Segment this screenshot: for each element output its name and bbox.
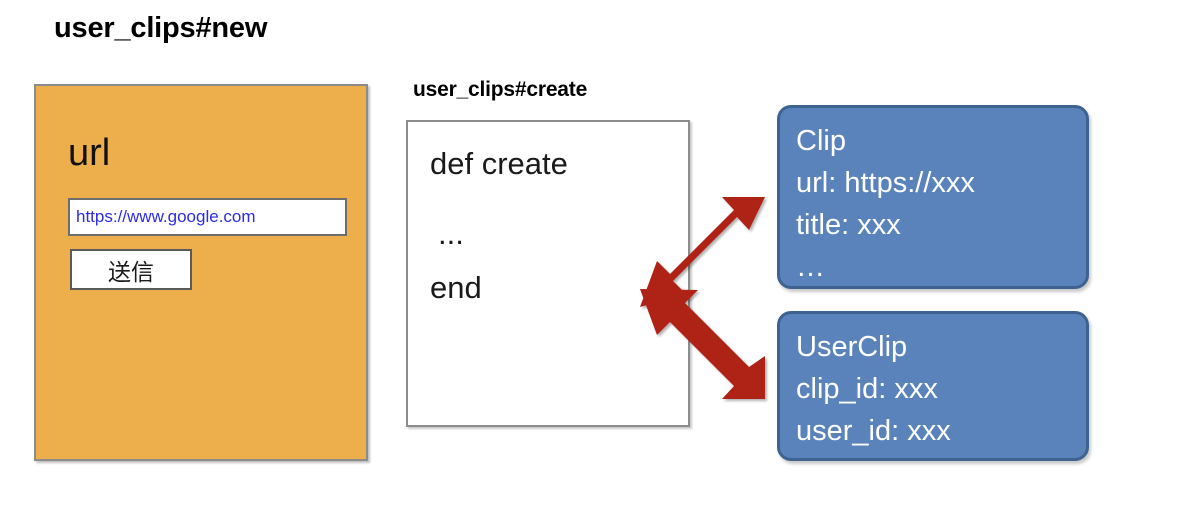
- url-field-label: url: [68, 132, 111, 174]
- model-attribute: clip_id: xxx: [796, 373, 938, 405]
- controller-code-panel: def create ... end: [406, 120, 690, 427]
- model-attribute: title: xxx: [796, 209, 901, 241]
- page-title-user-clips-new: user_clips#new: [54, 12, 268, 44]
- model-attribute: …: [796, 251, 825, 283]
- code-line: ...: [438, 216, 464, 251]
- model-name: Clip: [796, 125, 846, 157]
- code-line: def create: [430, 146, 568, 181]
- model-attribute: url: https://xxx: [796, 167, 975, 199]
- model-attribute: user_id: xxx: [796, 415, 951, 447]
- submit-button[interactable]: 送信: [70, 249, 192, 290]
- model-card-clip: Clip url: https://xxx title: xxx …: [777, 105, 1089, 289]
- model-card-userclip: UserClip clip_id: xxx user_id: xxx: [777, 311, 1089, 461]
- browser-form-panel: url https://www.google.com 送信: [34, 84, 368, 461]
- url-input[interactable]: https://www.google.com: [68, 198, 347, 236]
- model-name: UserClip: [796, 331, 908, 363]
- code-line: end: [430, 270, 482, 305]
- page-title-user-clips-create: user_clips#create: [413, 78, 588, 101]
